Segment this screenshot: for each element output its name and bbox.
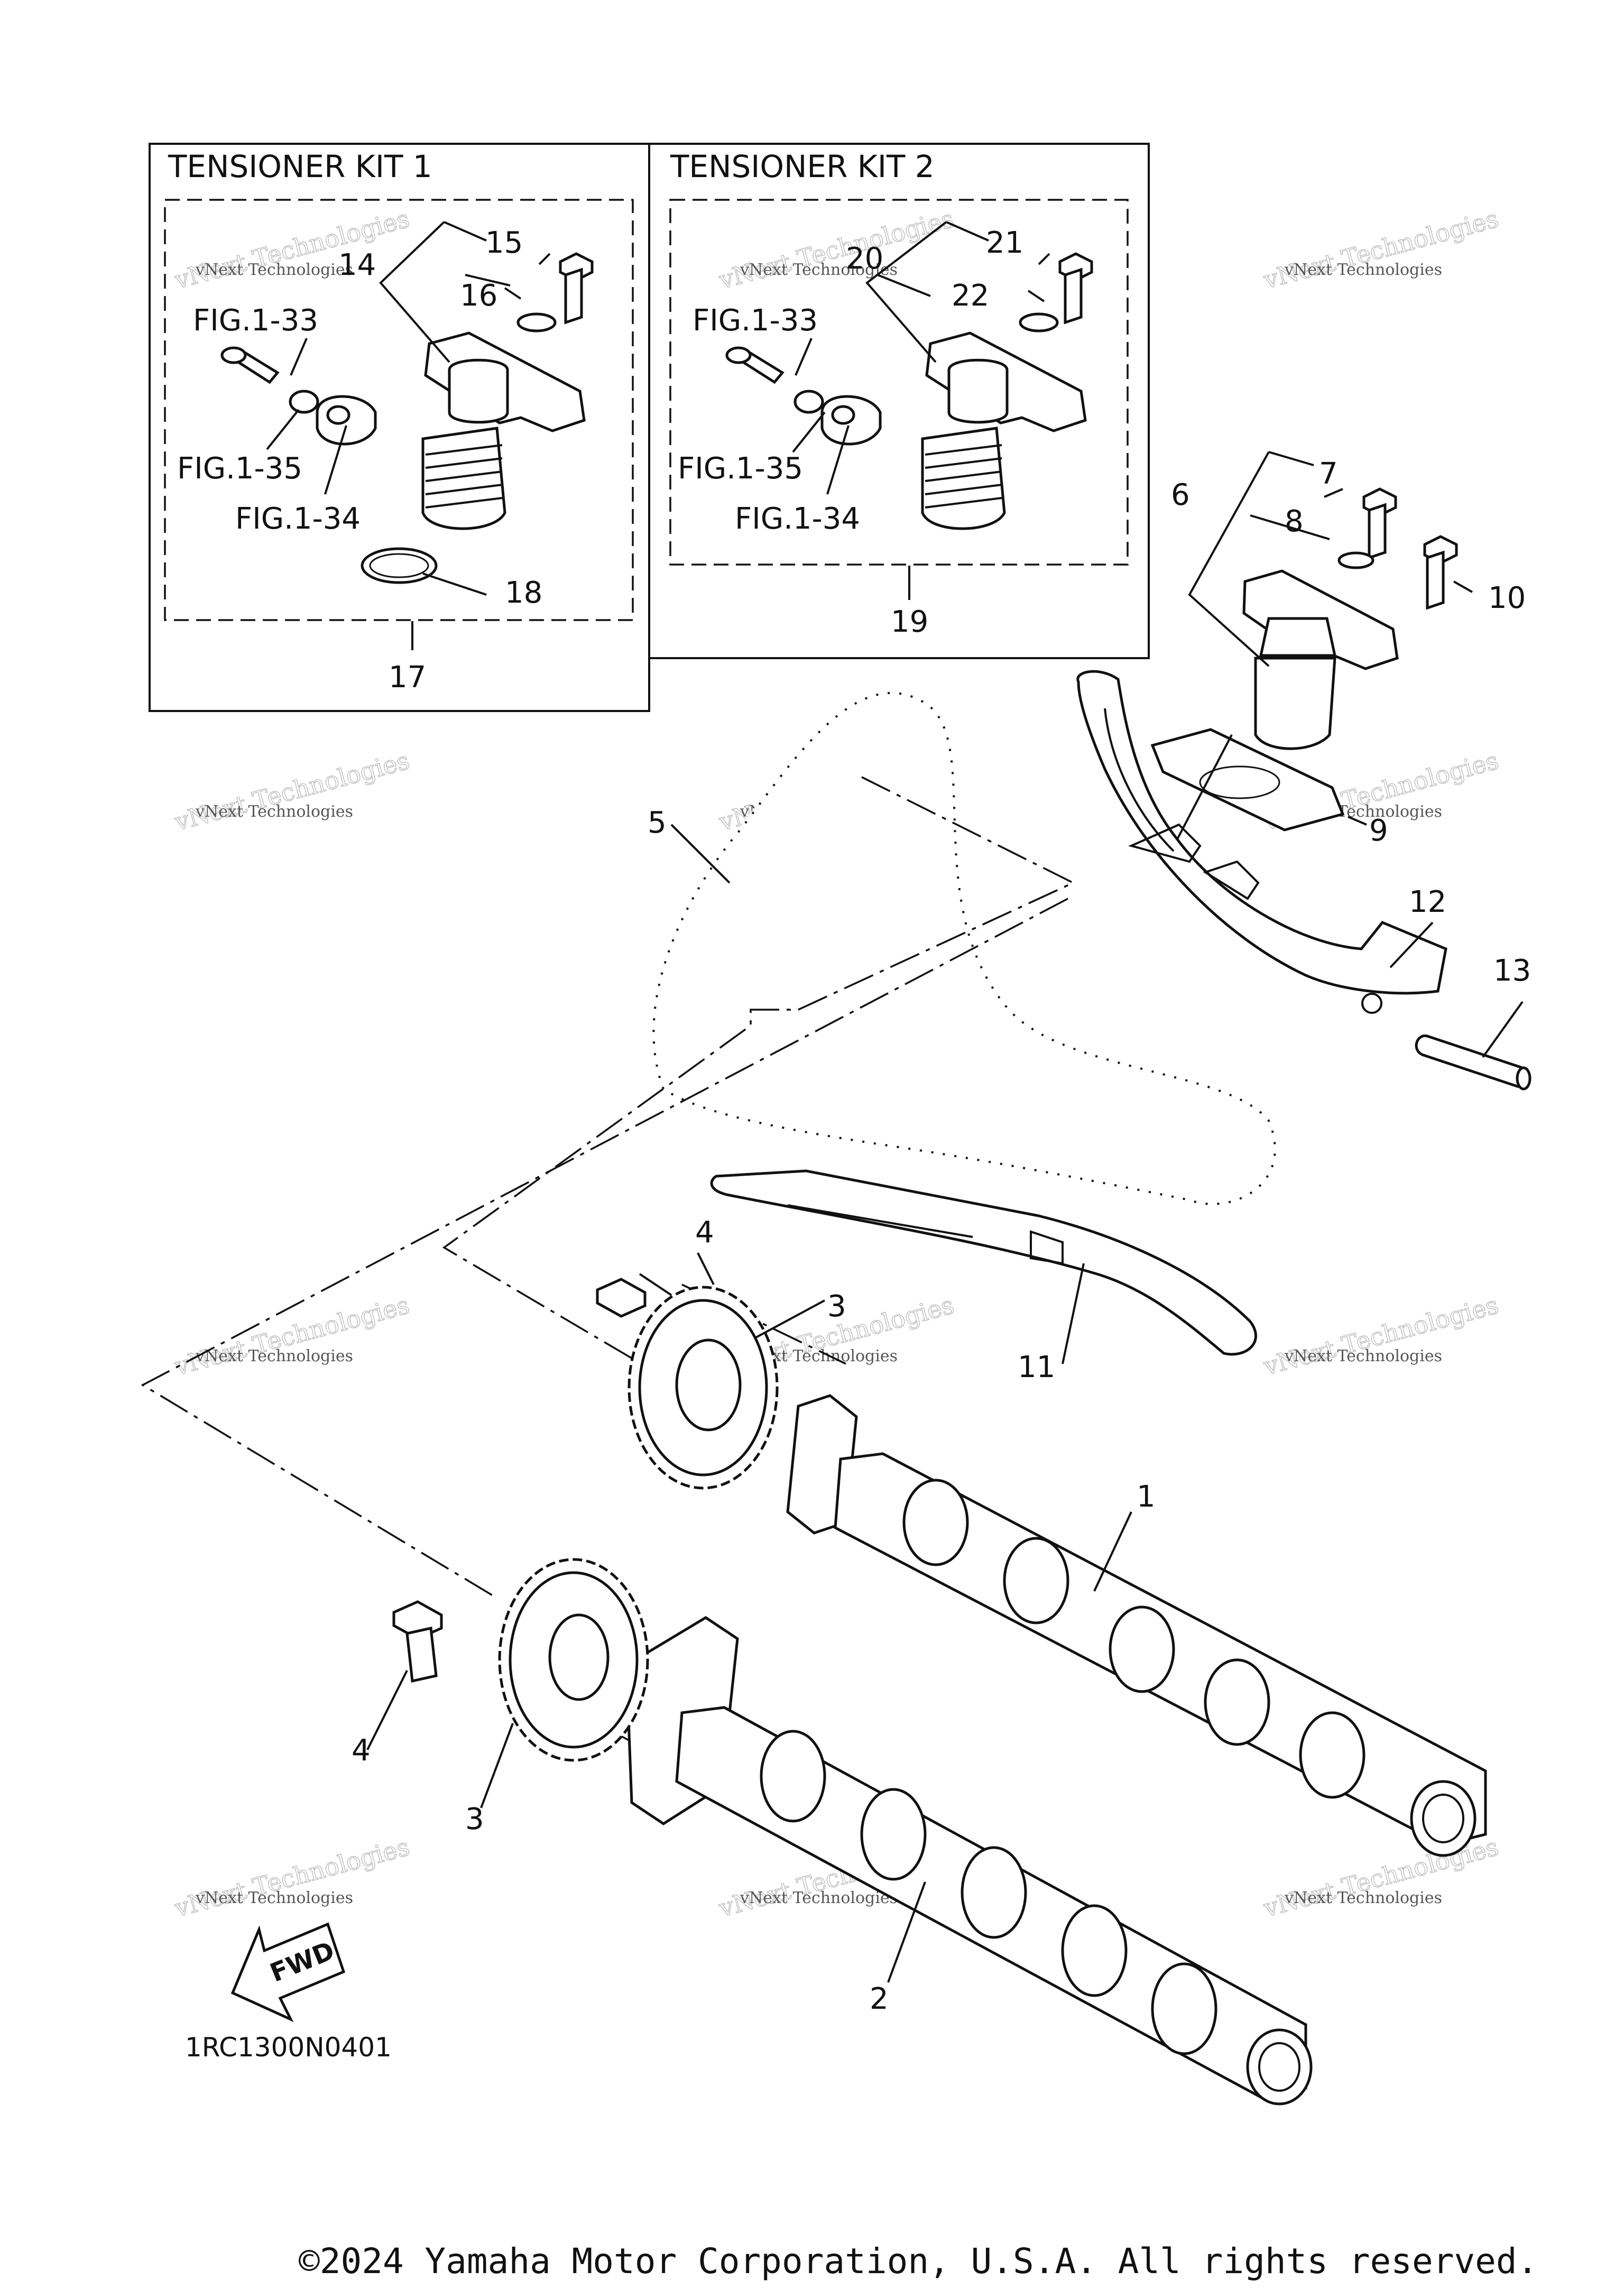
chain-guide-12 bbox=[1076, 670, 1447, 1014]
drawing-code: 1RC1300N0401 bbox=[185, 2032, 392, 2063]
callout-11: 11 bbox=[1018, 1350, 1055, 1384]
fig-ref-kit2-35: FIG.1-35 bbox=[678, 451, 803, 486]
callout-17: 16 bbox=[460, 279, 497, 313]
watermark-outline: vNext Technologies bbox=[171, 204, 412, 294]
kit-2-title: TENSIONER KIT 2 bbox=[670, 149, 935, 184]
tensioner-kit-2-box: TENSIONER KIT 2 bbox=[648, 143, 1150, 659]
watermark-text: vNext Technologies bbox=[1284, 261, 1442, 279]
copyright-notice: ©2024 Yamaha Motor Corporation, U.S.A. A… bbox=[299, 2241, 1538, 2282]
pin-13 bbox=[1415, 1001, 1531, 1091]
watermark-text: vNext Technologies bbox=[195, 1347, 353, 1365]
callout-3-upper: 3 bbox=[827, 1289, 846, 1324]
watermark-outline: vNext Technologies bbox=[1260, 204, 1501, 294]
callout-4-upper: 4 bbox=[695, 1215, 714, 1250]
camshaft-1 bbox=[786, 1394, 1487, 1857]
kit-1-tensioner-assembly bbox=[220, 221, 594, 650]
fig-ref-kit1-33: FIG.1-33 bbox=[193, 303, 318, 338]
watermark-text: vNext Technologies bbox=[195, 802, 353, 821]
fig-ref-kit2-34: FIG.1-34 bbox=[735, 502, 860, 536]
chain-guide-11 bbox=[710, 1169, 1257, 1364]
callout-20: 20 bbox=[846, 242, 883, 276]
camshaft-2 bbox=[625, 1616, 1313, 2106]
main-tensioner-assembly bbox=[1150, 451, 1473, 857]
callout-1: 1 bbox=[1137, 1480, 1156, 1514]
watermark-text: vNext Technologies bbox=[195, 261, 353, 279]
watermark-outline: vNext Technologies bbox=[716, 204, 957, 294]
callout-labels: 15 14 16 FIG.1-33 FIG.1-35 FIG.1-34 18 1… bbox=[177, 226, 1531, 2016]
callout-10: 10 bbox=[1488, 581, 1526, 615]
callout-15: 14 bbox=[338, 248, 376, 282]
watermark-outline: vNext Technologies bbox=[171, 1290, 412, 1381]
fig-ref-kit1-34: FIG.1-34 bbox=[235, 502, 361, 536]
watermark-outline: vNext Technologies bbox=[171, 1832, 412, 1923]
callout-16: 15 bbox=[485, 226, 523, 260]
callout-7: 7 bbox=[1319, 457, 1338, 491]
callout-13: 13 bbox=[1493, 954, 1531, 988]
watermark-text: vNext Technologies bbox=[740, 1889, 898, 1907]
fig-ref-kit2-33: FIG.1-33 bbox=[693, 303, 818, 338]
callout-21: 21 bbox=[986, 226, 1023, 260]
callout-5: 5 bbox=[648, 806, 667, 840]
sprocket-upper bbox=[596, 1252, 825, 1490]
callout-14: 17 bbox=[389, 660, 426, 695]
callout-3-lower: 3 bbox=[465, 1802, 484, 1836]
watermark-text: vNext Technologies bbox=[740, 261, 898, 279]
callout-8: 8 bbox=[1285, 504, 1304, 539]
sprocket-lower bbox=[366, 1558, 649, 1808]
watermark-text: vNext Technologies bbox=[195, 1889, 353, 1907]
callout-18: 18 bbox=[505, 576, 542, 610]
callout-19: 19 bbox=[891, 605, 928, 639]
watermark-outline: vNext Technologies bbox=[171, 746, 412, 836]
watermark-outline: vNext Technologies bbox=[1260, 1290, 1501, 1381]
kit-1-title: TENSIONER KIT 1 bbox=[168, 149, 432, 184]
callout-12: 12 bbox=[1409, 885, 1446, 919]
callout-4-lower: 4 bbox=[352, 1733, 371, 1768]
callout-9: 9 bbox=[1369, 814, 1388, 848]
fig-ref-kit1-35: FIG.1-35 bbox=[177, 451, 302, 486]
callout-22: 22 bbox=[952, 279, 989, 313]
fwd-arrow: FWD bbox=[230, 1922, 346, 2023]
watermark-text: vNext Technologies bbox=[1284, 1889, 1442, 1907]
callout-2: 2 bbox=[870, 1982, 889, 2016]
callout-6: 6 bbox=[1171, 478, 1190, 512]
watermark-text: vNext Technologies bbox=[1284, 1347, 1442, 1365]
timing-chain-5 bbox=[651, 691, 1277, 1206]
kit-2-tensioner-assembly bbox=[725, 221, 1093, 600]
